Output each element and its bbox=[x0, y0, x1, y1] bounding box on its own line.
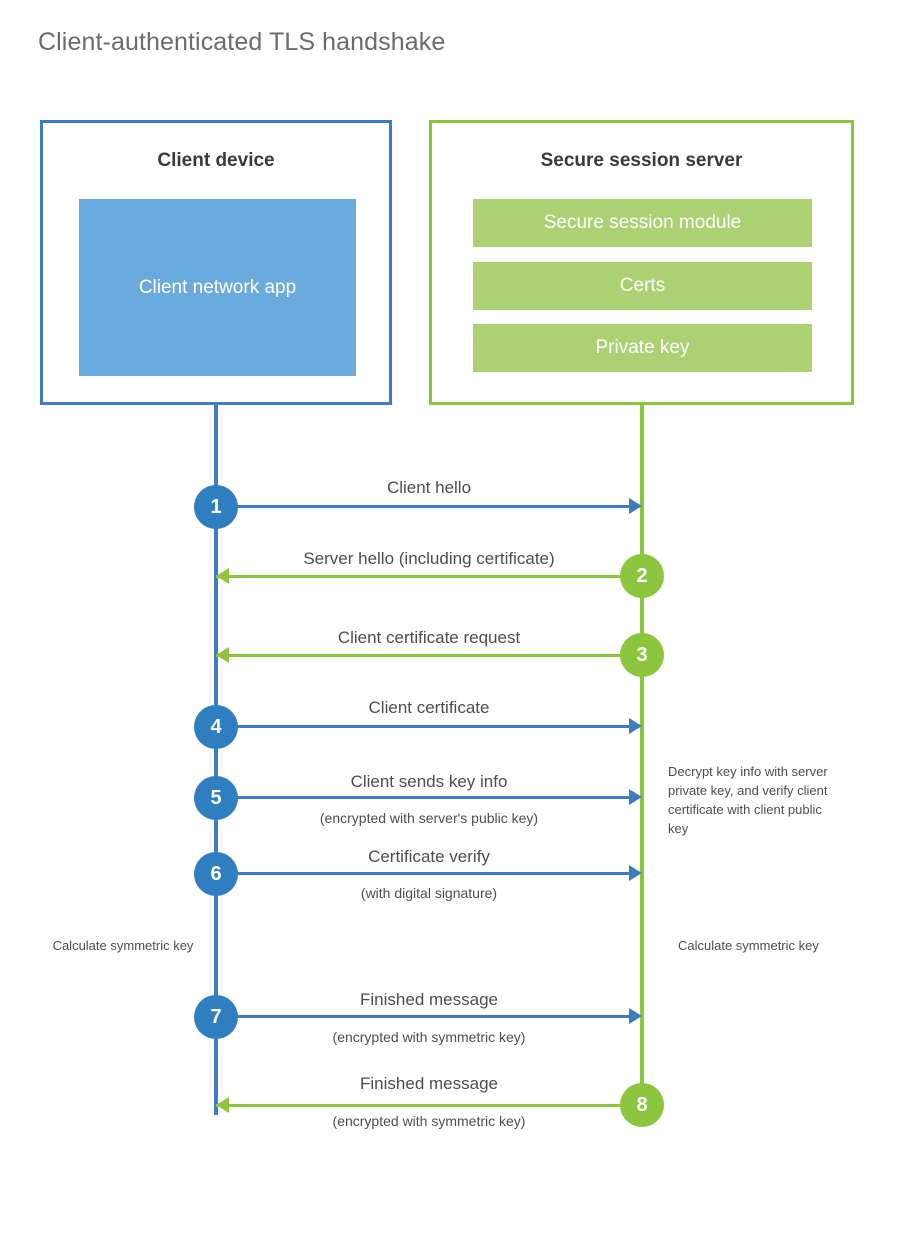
step-6-label: Certificate verify bbox=[368, 847, 490, 866]
step-8-marker[interactable]: 8 bbox=[620, 1083, 664, 1127]
step-8-arrow-line bbox=[216, 1104, 640, 1107]
step-3-marker[interactable]: 3 bbox=[620, 633, 664, 677]
step-7-arrow-line bbox=[216, 1015, 630, 1018]
step-4-marker[interactable]: 4 bbox=[194, 705, 238, 749]
client-device-title: Client device bbox=[157, 150, 275, 171]
step-8-sublabel: (encrypted with symmetric key) bbox=[332, 1113, 526, 1129]
step-4-arrowhead bbox=[629, 718, 642, 734]
server-component-secure-session-module: Secure session module bbox=[473, 199, 812, 247]
step-3-label: Client certificate request bbox=[337, 628, 521, 647]
step-5-marker[interactable]: 5 bbox=[194, 776, 238, 820]
step-5-sublabel: (encrypted with server's public key) bbox=[319, 810, 539, 826]
client-network-app-block: Client network app bbox=[79, 199, 356, 376]
step-8-label: Finished message bbox=[360, 1074, 498, 1093]
step-1-label: Client hello bbox=[386, 478, 472, 497]
step-4-arrow-line bbox=[216, 725, 630, 728]
step-7-marker[interactable]: 7 bbox=[194, 995, 238, 1039]
client-calculate-symmetric-key-note: Calculate symmetric key bbox=[52, 938, 194, 953]
step-5-arrowhead bbox=[629, 789, 642, 805]
step-6-arrowhead bbox=[629, 865, 642, 881]
step-6-arrow-line bbox=[216, 872, 630, 875]
page-title: Client-authenticated TLS handshake bbox=[38, 28, 446, 56]
server-component-certs: Certs bbox=[473, 262, 812, 310]
step-2-arrow-line bbox=[216, 575, 640, 578]
client-device-box: Client device Client network app bbox=[40, 120, 392, 405]
step-7-label: Finished message bbox=[360, 990, 498, 1009]
step-1-marker[interactable]: 1 bbox=[194, 485, 238, 529]
step-5-label: Client sends key info bbox=[350, 772, 508, 791]
step-2-label: Server hello (including certificate) bbox=[303, 549, 555, 568]
step-2-arrowhead bbox=[216, 568, 229, 584]
server-decrypt-note: Decrypt key info with server private key… bbox=[668, 764, 828, 836]
secure-session-server-box: Secure session server Secure session mod… bbox=[429, 120, 854, 405]
step-7-sublabel: (encrypted with symmetric key) bbox=[332, 1029, 526, 1045]
step-6-marker[interactable]: 6 bbox=[194, 852, 238, 896]
step-6-sublabel: (with digital signature) bbox=[360, 885, 498, 901]
step-1-arrow-line bbox=[216, 505, 630, 508]
step-5-arrow-line bbox=[216, 796, 630, 799]
step-8-arrowhead bbox=[216, 1097, 229, 1113]
step-7-arrowhead bbox=[629, 1008, 642, 1024]
step-1-arrowhead bbox=[629, 498, 642, 514]
secure-session-server-title: Secure session server bbox=[540, 150, 743, 171]
server-calculate-symmetric-key-note: Calculate symmetric key bbox=[678, 938, 819, 953]
step-3-arrowhead bbox=[216, 647, 229, 663]
client-lifeline bbox=[214, 405, 218, 1115]
server-lifeline bbox=[640, 405, 644, 1107]
step-2-marker[interactable]: 2 bbox=[620, 554, 664, 598]
step-3-arrow-line bbox=[216, 654, 640, 657]
step-4-label: Client certificate bbox=[368, 698, 490, 717]
server-component-private-key: Private key bbox=[473, 324, 812, 372]
